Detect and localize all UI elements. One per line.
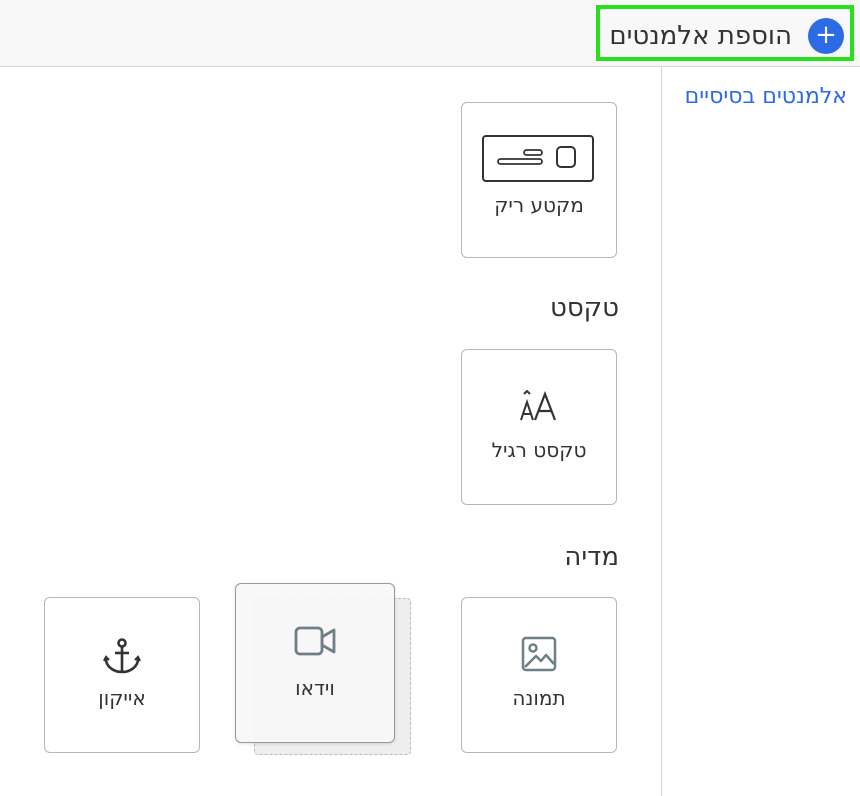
image-label: תמונה — [512, 686, 566, 710]
video-camera-icon — [294, 626, 336, 656]
plus-icon: + — [808, 18, 844, 54]
panel-header: הוספת אלמנטים + — [0, 0, 860, 67]
empty-section-icon — [482, 135, 594, 182]
image-icon — [521, 636, 557, 672]
plain-text-label: טקסט רגיל — [491, 438, 587, 462]
add-elements-title: הוספת אלמנטים — [609, 21, 792, 51]
video-label: וידאו — [295, 676, 335, 700]
anchor-icon — [103, 638, 141, 674]
add-elements-button[interactable]: הוספת אלמנטים + — [596, 5, 854, 61]
sidebar-item-basic-elements[interactable]: אלמנטים בסיסיים — [684, 84, 847, 109]
empty-section-card[interactable]: מקטע ריק — [461, 102, 617, 258]
image-card[interactable]: תמונה — [461, 597, 617, 753]
video-card[interactable]: וידאו — [235, 583, 395, 743]
section-title-text: טקסט — [549, 293, 619, 323]
text-size-icon — [520, 390, 557, 421]
section-title-media: מדיה — [564, 542, 619, 572]
empty-section-label: מקטע ריק — [494, 193, 584, 217]
icon-label: אייקון — [98, 686, 146, 710]
icon-card[interactable]: אייקון — [44, 597, 200, 753]
plain-text-card[interactable]: טקסט רגיל — [461, 349, 617, 505]
category-sidebar: אלמנטים בסיסיים — [661, 67, 860, 796]
